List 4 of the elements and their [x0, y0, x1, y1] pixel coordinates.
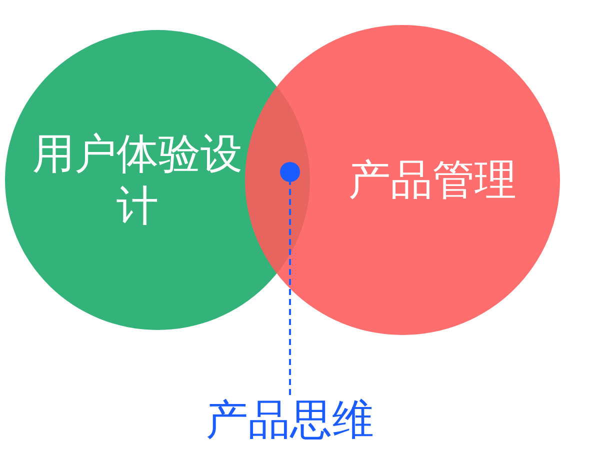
circle-label: 用户体验设计: [32, 128, 242, 232]
leader-line: [289, 182, 291, 395]
caption-text: 产品思维: [205, 394, 375, 446]
circle-label: 产品管理: [348, 154, 518, 206]
